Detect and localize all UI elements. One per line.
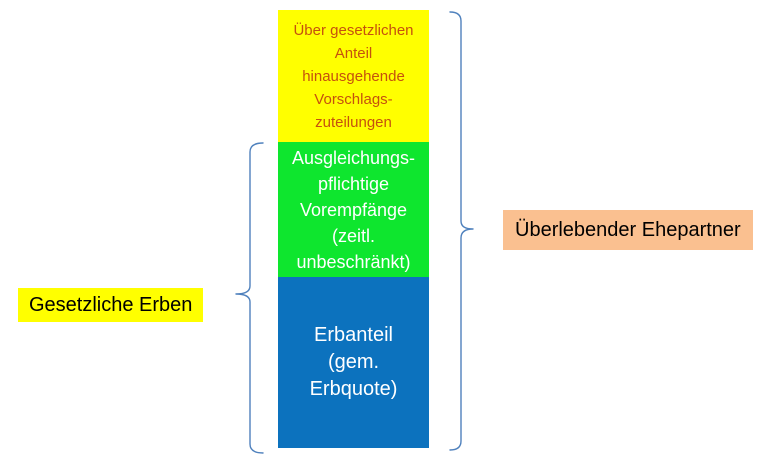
label-ueberlebender-ehepartner: Überlebender Ehepartner (503, 210, 753, 250)
left-brace (235, 142, 264, 454)
label-gesetzliche-erben: Gesetzliche Erben (18, 288, 204, 322)
segment-erbanteil: Erbanteil (gem. Erbquote) (278, 277, 429, 448)
segment-vorempfaenge: Ausgleichungs- pflichtige Vorempfänge (z… (278, 142, 429, 277)
right-brace (449, 11, 474, 451)
segment-vorschlagszuteilungen: Über gesetzlichen Anteil hinausgehende V… (278, 10, 429, 142)
